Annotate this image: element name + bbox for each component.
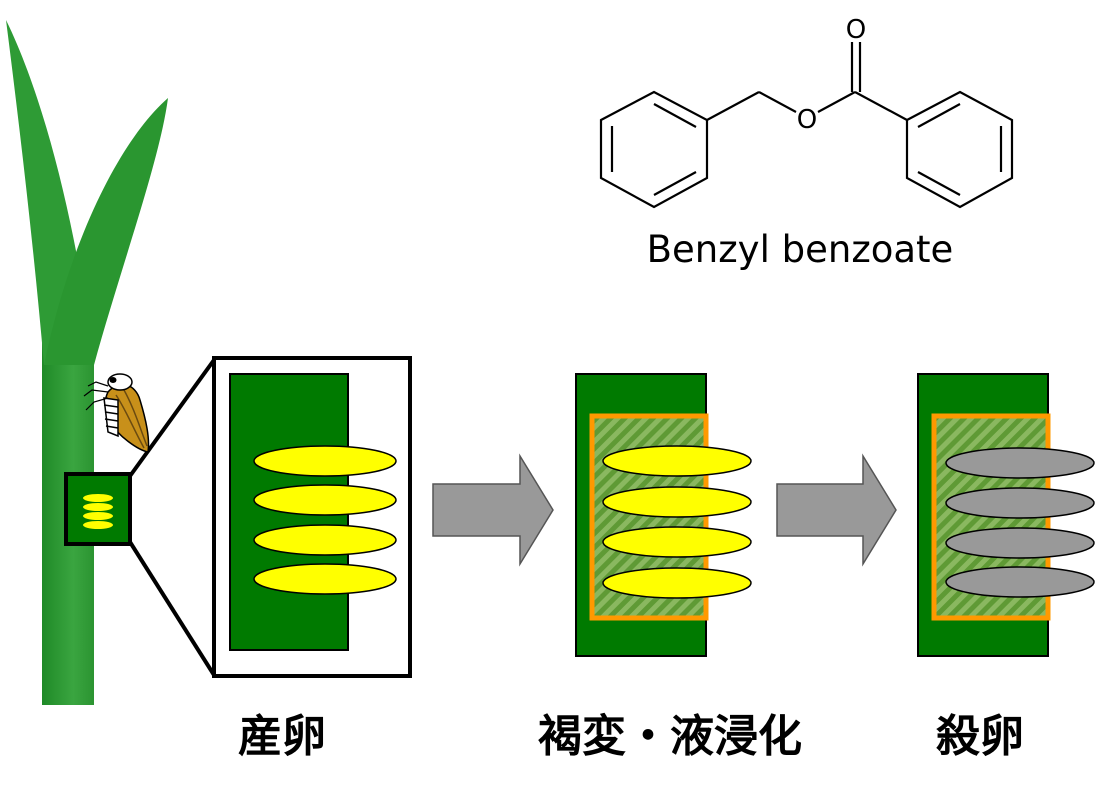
benzene-ring-right xyxy=(905,90,1014,209)
benzene-ring-left xyxy=(599,90,709,209)
oxygen-atom-ester: O xyxy=(797,105,817,135)
egg-cluster-yellow xyxy=(602,445,752,599)
rice-plant xyxy=(6,20,216,705)
stage-label-oviposition: 産卵 xyxy=(238,711,326,762)
stage-egg-killing-panel xyxy=(917,373,1095,657)
stage-label-egg-killing: 殺卵 xyxy=(936,711,1024,762)
stage-oviposition-panel xyxy=(212,356,412,678)
egg xyxy=(253,484,397,516)
compound-name: Benzyl benzoate xyxy=(646,228,954,271)
insect-eye xyxy=(109,377,117,383)
egg xyxy=(602,526,752,558)
egg-cluster-dead xyxy=(945,447,1095,598)
oxygen-atom-carbonyl: O xyxy=(846,15,866,45)
egg xyxy=(602,486,752,518)
zoom-line-top xyxy=(128,358,216,478)
egg xyxy=(602,445,752,477)
process-arrow-1 xyxy=(432,453,554,567)
egg xyxy=(945,487,1095,519)
benzyl-benzoate-structure xyxy=(599,42,1014,209)
egg xyxy=(945,527,1095,559)
process-arrow-2 xyxy=(776,453,897,567)
plant-leaf-right xyxy=(44,98,168,365)
zoom-line-bottom xyxy=(128,540,216,677)
egg xyxy=(945,566,1095,598)
egg xyxy=(945,447,1095,479)
stage-browning-panel xyxy=(575,373,752,657)
small-egg-cluster xyxy=(83,494,113,529)
egg xyxy=(602,567,752,599)
egg xyxy=(253,445,397,477)
insect-legs xyxy=(83,381,109,411)
stage-label-browning: 褐変・液浸化 xyxy=(538,711,802,762)
egg-cluster-yellow xyxy=(253,445,397,595)
planthopper-insect xyxy=(83,373,150,453)
insect-abdomen xyxy=(103,397,119,438)
egg xyxy=(253,524,397,556)
egg xyxy=(253,563,397,595)
